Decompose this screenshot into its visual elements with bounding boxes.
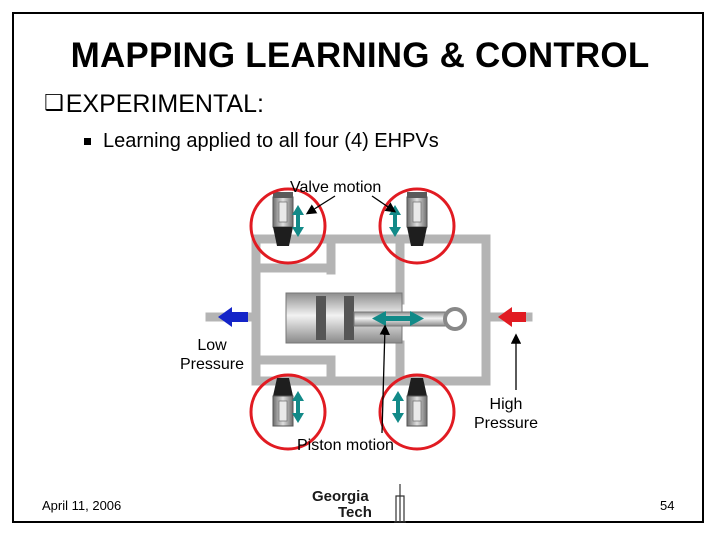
- low-pressure-arrow: [218, 307, 248, 327]
- valve-motion-arrow-tl: [292, 205, 304, 237]
- footer-page-number: 54: [660, 498, 675, 513]
- valve-motion-arrow-tr: [389, 205, 401, 237]
- slide-frame: [12, 12, 704, 523]
- valve-bottom-right: [406, 378, 428, 427]
- highlight-circle-bl: [249, 373, 327, 451]
- bullet-learning: Learning applied to all four (4) EHPVs: [84, 130, 439, 153]
- valve-motion-arrow-bl: [292, 391, 304, 423]
- high-pressure-label: High Pressure: [466, 395, 546, 433]
- square-bullet-icon: [84, 138, 91, 145]
- valve-motion-arrows: [292, 205, 404, 423]
- low-pressure-label-line2: Pressure: [179, 356, 245, 373]
- highlight-circles: [249, 187, 456, 451]
- high-pressure-arrow: [498, 307, 526, 327]
- piston-motion-label: Piston motion: [297, 437, 394, 454]
- high-pressure-label-line1: High: [489, 396, 523, 413]
- logo-text-line1: Georgia: [312, 488, 369, 505]
- bullet-learning-text: Learning applied to all four (4) EHPVs: [103, 130, 439, 152]
- leader-lines: [305, 195, 522, 434]
- valve-motion-label: Valve motion: [290, 179, 382, 196]
- logo-text-line2: Tech: [338, 504, 372, 521]
- low-pressure-label-line1: Low: [197, 337, 227, 354]
- valve-top-right: [406, 192, 428, 246]
- highlight-circle-br: [378, 373, 456, 451]
- pipe-network: [205, 234, 533, 386]
- footer-date: April 11, 2006: [42, 498, 122, 513]
- highlight-circle-tr: [378, 187, 456, 265]
- high-pressure-label-line2: Pressure: [473, 415, 539, 432]
- piston-motion-arrow: [372, 311, 424, 326]
- bullet-experimental: ❑ EXPERIMENTAL:: [44, 90, 264, 119]
- georgia-tech-logo: Georgia Tech: [312, 484, 406, 523]
- bullet-experimental-text: EXPERIMENTAL:: [65, 90, 264, 118]
- low-pressure-label: Low Pressure: [174, 336, 250, 374]
- slide-title: MAPPING LEARNING & CONTROL: [70, 36, 650, 75]
- valve-bottom-left: [272, 378, 294, 427]
- valve-motion-arrow-br: [392, 391, 404, 423]
- tech-tower-icon: [394, 484, 406, 523]
- highlight-circle-tl: [249, 187, 327, 265]
- valve-top-left: [272, 192, 294, 246]
- checkbox-bullet-icon: ❑: [44, 91, 64, 116]
